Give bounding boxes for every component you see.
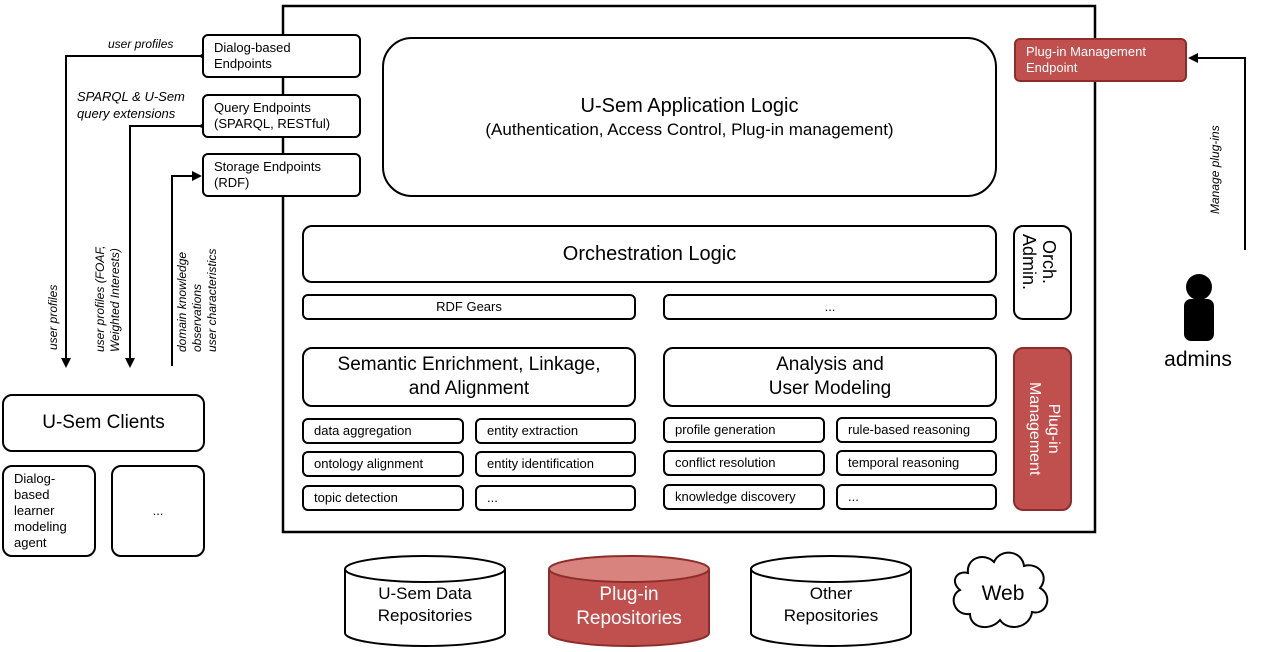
sem-item-more[interactable]: ...: [475, 485, 636, 511]
dialog-agent-box[interactable]: Dialog- based learner modeling agent: [2, 465, 96, 557]
orch-admin-box[interactable]: Orch. Admin.: [1013, 225, 1072, 320]
ana-item-label: rule-based reasoning: [848, 422, 971, 437]
plugin-repositories-label: Plug-in Repositories: [576, 584, 682, 629]
dialog-endpoints-label: Dialog-based Endpoints: [214, 40, 291, 71]
ana-item-more[interactable]: ...: [836, 484, 997, 510]
ana-item-rule-based-reasoning[interactable]: rule-based reasoning: [836, 417, 997, 443]
sem-item-label: data aggregation: [314, 423, 412, 438]
label-sparql-extensions: SPARQL & U-Sem query extensions: [77, 89, 185, 121]
sem-item-entity-identification[interactable]: entity identification: [475, 451, 636, 477]
ana-item-label: knowledge discovery: [675, 489, 796, 504]
dialog-agent-label: Dialog- based learner modeling agent: [14, 471, 67, 550]
query-endpoints-label: Query Endpoints (SPARQL, RESTful): [214, 100, 331, 131]
arrow-storage: [171, 171, 202, 366]
orchestration-logic-box[interactable]: Orchestration Logic: [302, 225, 997, 283]
arrow-manage-plugins: [1188, 53, 1246, 250]
other-repositories-cylinder: [750, 555, 912, 647]
plugin-management-endpoint-label: Plug-in Management Endpoint: [1026, 44, 1146, 75]
ana-item-label: ...: [848, 489, 859, 504]
admin-person-icon: [1184, 274, 1214, 341]
admins-label: admins: [1164, 348, 1232, 371]
sem-item-topic-detection[interactable]: topic detection: [302, 485, 464, 511]
storage-endpoints-label: Storage Endpoints (RDF): [214, 159, 321, 190]
analysis-box[interactable]: Analysis and User Modeling: [663, 347, 997, 407]
usem-clients-box[interactable]: U-Sem Clients: [2, 394, 205, 452]
sem-item-label: entity extraction: [487, 423, 579, 438]
plugin-management-endpoint[interactable]: Plug-in Management Endpoint: [1014, 38, 1187, 82]
app-logic-title: U-Sem Application Logic: [580, 95, 799, 117]
ana-item-temporal-reasoning[interactable]: temporal reasoning: [836, 450, 997, 476]
sem-item-label: ontology alignment: [314, 456, 424, 471]
gear-rdf-gears[interactable]: RDF Gears: [302, 294, 636, 320]
gear-more[interactable]: ...: [663, 294, 997, 320]
label-domain-knowledge: domain knowledge observations user chara…: [175, 248, 219, 352]
storage-endpoints[interactable]: Storage Endpoints (RDF): [202, 153, 361, 197]
app-logic-box[interactable]: U-Sem Application Logic (Authentication,…: [382, 37, 997, 197]
label-user-profiles-top: user profiles: [108, 37, 174, 51]
sem-item-label: ...: [487, 490, 498, 505]
plugin-management-side[interactable]: Plug-in Management: [1013, 347, 1072, 511]
web-label: Web: [981, 582, 1025, 605]
client-more-box[interactable]: ...: [111, 465, 205, 557]
arrow-user-profiles: [61, 51, 208, 368]
plugin-management-side-label: Plug-in Management: [1026, 382, 1062, 476]
ana-item-label: temporal reasoning: [848, 455, 960, 470]
ana-item-label: profile generation: [675, 422, 776, 437]
other-repositories-label: Other Repositories: [783, 584, 879, 625]
sem-item-label: topic detection: [314, 490, 398, 505]
ana-item-conflict-resolution[interactable]: conflict resolution: [663, 450, 825, 476]
usem-data-repositories-cylinder: [344, 555, 506, 647]
analysis-title: Analysis and User Modeling: [768, 354, 892, 399]
ana-item-label: conflict resolution: [675, 455, 776, 470]
ana-item-knowledge-discovery[interactable]: knowledge discovery: [663, 484, 825, 510]
label-user-profiles-vertical: user profiles: [46, 284, 60, 350]
sem-item-label: entity identification: [487, 456, 594, 471]
app-logic-subtitle: (Authentication, Access Control, Plug-in…: [485, 120, 894, 139]
sem-item-entity-extraction[interactable]: entity extraction: [475, 418, 636, 444]
semantic-enrichment-title: Semantic Enrichment, Linkage, and Alignm…: [337, 354, 601, 399]
ana-item-profile-generation[interactable]: profile generation: [663, 417, 825, 443]
query-endpoints[interactable]: Query Endpoints (SPARQL, RESTful): [202, 94, 361, 138]
usem-data-repositories-label: U-Sem Data Repositories: [377, 584, 473, 625]
sem-item-ontology-alignment[interactable]: ontology alignment: [302, 451, 464, 477]
usem-system-frame: [281, 4, 1097, 534]
semantic-enrichment-box[interactable]: Semantic Enrichment, Linkage, and Alignm…: [302, 347, 636, 407]
orchestration-logic-title: Orchestration Logic: [562, 242, 737, 265]
gear-more-label: ...: [824, 299, 836, 314]
sem-item-data-aggregation[interactable]: data aggregation: [302, 418, 464, 444]
gear-rdf-gears-label: RDF Gears: [436, 299, 502, 314]
plugin-repositories-cylinder: [548, 555, 710, 647]
client-more-label: ...: [152, 503, 164, 518]
label-user-profiles-foaf: user profiles (FOAF, Weighted Interests): [93, 245, 122, 352]
usem-clients-title: U-Sem Clients: [42, 412, 165, 433]
dialog-endpoints[interactable]: Dialog-based Endpoints: [202, 34, 361, 78]
label-manage-plugins: Manage plug-ins: [1208, 125, 1222, 214]
orch-admin-label: Orch. Admin.: [1019, 234, 1059, 291]
arrow-query-profiles: [125, 121, 208, 368]
web-cloud-icon: [952, 551, 1049, 629]
